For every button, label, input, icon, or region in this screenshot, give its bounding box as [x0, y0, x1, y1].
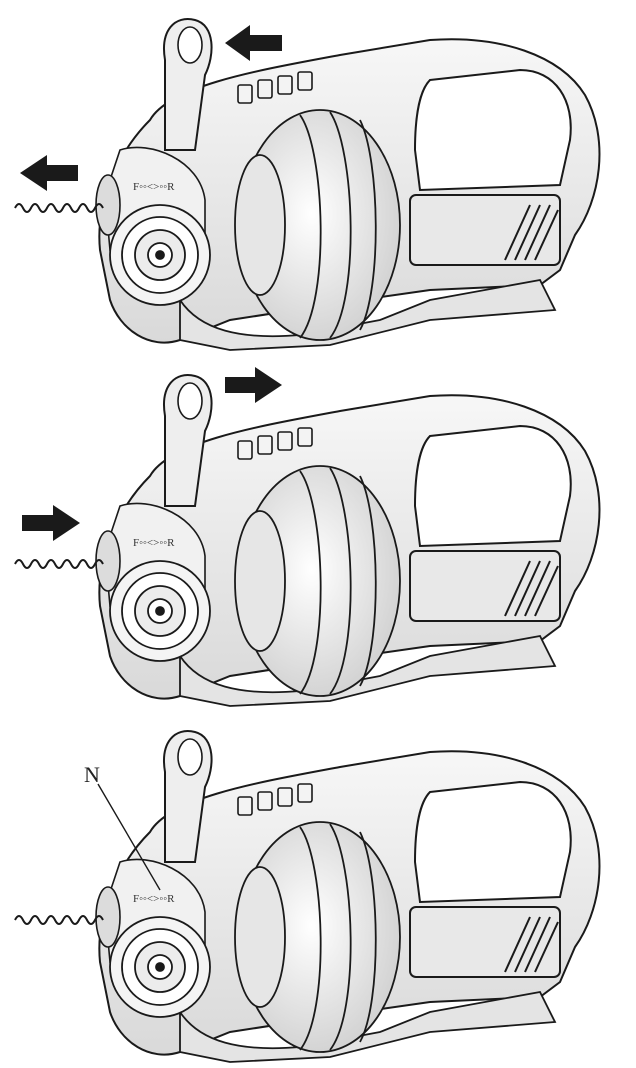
arrow-right-lever: [225, 367, 282, 403]
drain-cleaner-drawing: [14, 18, 601, 352]
drain-cleaner-drawing: [14, 730, 601, 1063]
panel-3: F◦◦<>◦◦R N: [0, 712, 636, 1068]
callout-leader-line: [97, 783, 161, 891]
drain-cleaner-illustration: F◦◦<>◦◦R N: [14, 730, 601, 1063]
arrow-right-cable: [22, 505, 80, 541]
drain-cleaner-illustration: F◦◦<>◦◦R: [14, 367, 601, 707]
drain-cleaner-drawing: [14, 374, 601, 707]
brand-marking: F◦◦<>◦◦R: [133, 537, 175, 549]
drain-cleaner-illustration: F◦◦<>◦◦R: [14, 18, 601, 352]
callout-label-n: N: [84, 762, 100, 787]
brand-marking: F◦◦<>◦◦R: [133, 181, 175, 193]
arrow-left-cable: [20, 155, 78, 191]
brand-marking: F◦◦<>◦◦R: [133, 893, 175, 905]
panel-1: F◦◦<>◦◦R: [0, 0, 636, 356]
arrow-left-lever: [225, 25, 282, 61]
panel-2: F◦◦<>◦◦R: [0, 356, 636, 712]
